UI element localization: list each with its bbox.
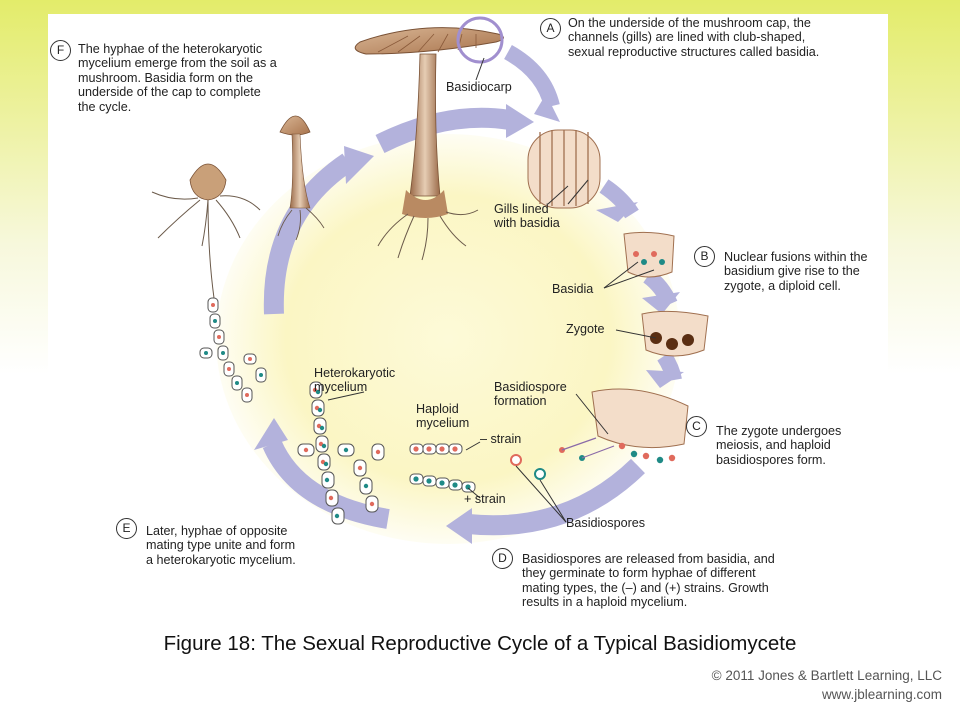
step-badge-d: D — [492, 548, 513, 569]
figure-caption: Figure 18: The Sexual Reproductive Cycle… — [163, 632, 797, 655]
cycle-arrow-left-lower — [262, 439, 390, 529]
step-badge-f: F — [50, 40, 71, 61]
label-basidia: Basidia — [552, 282, 594, 296]
label-basidiocarp: Basidiocarp — [446, 80, 512, 94]
life-cycle-illustration — [151, 16, 709, 544]
zygote-group — [641, 310, 709, 357]
released-spores — [510, 437, 615, 480]
label-pointer-lines — [327, 57, 657, 523]
arrowhead-bottom — [446, 508, 472, 544]
copyright-line: © 2011 Jones & Bartlett Learning, LLC — [711, 668, 942, 683]
arrowhead-top-left — [344, 146, 374, 184]
arrow-a-path — [503, 45, 560, 109]
step-text-a: On the underside of the mushroom cap, th… — [568, 16, 820, 59]
small-mushroom — [277, 115, 325, 241]
mushroom-button — [151, 163, 267, 403]
cycle-arrows — [262, 107, 645, 536]
haploid-mycelium-strands — [409, 443, 476, 493]
gills-closeup — [527, 129, 601, 209]
gill-highlight-circle — [456, 16, 504, 64]
cycle-arrow-left-upper — [263, 153, 354, 315]
step-badge-a: A — [540, 18, 561, 39]
step-text-b: Nuclear fusions within the basidium give… — [724, 250, 868, 293]
arrowhead-top — [506, 104, 534, 138]
label-plus-strain: + strain — [464, 492, 506, 506]
basidiospore-formation — [591, 388, 689, 464]
copyright-block: © 2011 Jones & Bartlett Learning, LLC ww… — [712, 666, 942, 704]
label-haploid-mycelium: Haploid mycelium — [416, 402, 470, 431]
stem-base — [402, 190, 448, 218]
step-badge-b: B — [694, 246, 715, 267]
step-text-c: The zygote undergoes meiosis, and haploi… — [716, 424, 842, 467]
arrowhead-a — [534, 94, 560, 122]
cycle-arrow-bottom — [467, 458, 645, 536]
label-minus-strain: – strain — [480, 432, 522, 446]
arrow-b-path — [599, 179, 639, 219]
figure-panel: A B C D E F On the underside of the mush… — [48, 14, 888, 626]
arrow-d-path — [657, 351, 682, 382]
arrowhead-left-lower — [254, 418, 288, 450]
arrow-c-path — [643, 269, 678, 308]
label-heterokaryotic-mycelium: Heterokaryotic mycelium — [314, 366, 396, 395]
step-badge-c: C — [686, 416, 707, 437]
cap — [354, 27, 504, 55]
side-arrows — [503, 45, 682, 382]
step-text-f: The hyphae of the heterokaryotic myceliu… — [78, 42, 277, 114]
center-glow — [216, 134, 680, 544]
heterokaryotic-mycelium — [297, 381, 385, 525]
copyright-url: www.jblearning.com — [821, 687, 942, 702]
step-text-e: Later, hyphae of opposite mating type un… — [146, 524, 296, 567]
label-zygote: Zygote — [566, 322, 605, 336]
roots — [377, 209, 479, 261]
step-badge-e: E — [116, 518, 137, 539]
basidia-group — [623, 231, 675, 278]
cycle-arrow-top — [375, 107, 512, 153]
basidiocarp-mushroom — [354, 27, 504, 261]
label-gills: Gills lined with basidia — [494, 202, 560, 231]
label-basidiospore-formation: Basidiospore formation — [494, 380, 567, 409]
step-text-d: Basidiospores are released from basidia,… — [522, 552, 775, 610]
label-basidiospores: Basidiospores — [566, 516, 646, 530]
